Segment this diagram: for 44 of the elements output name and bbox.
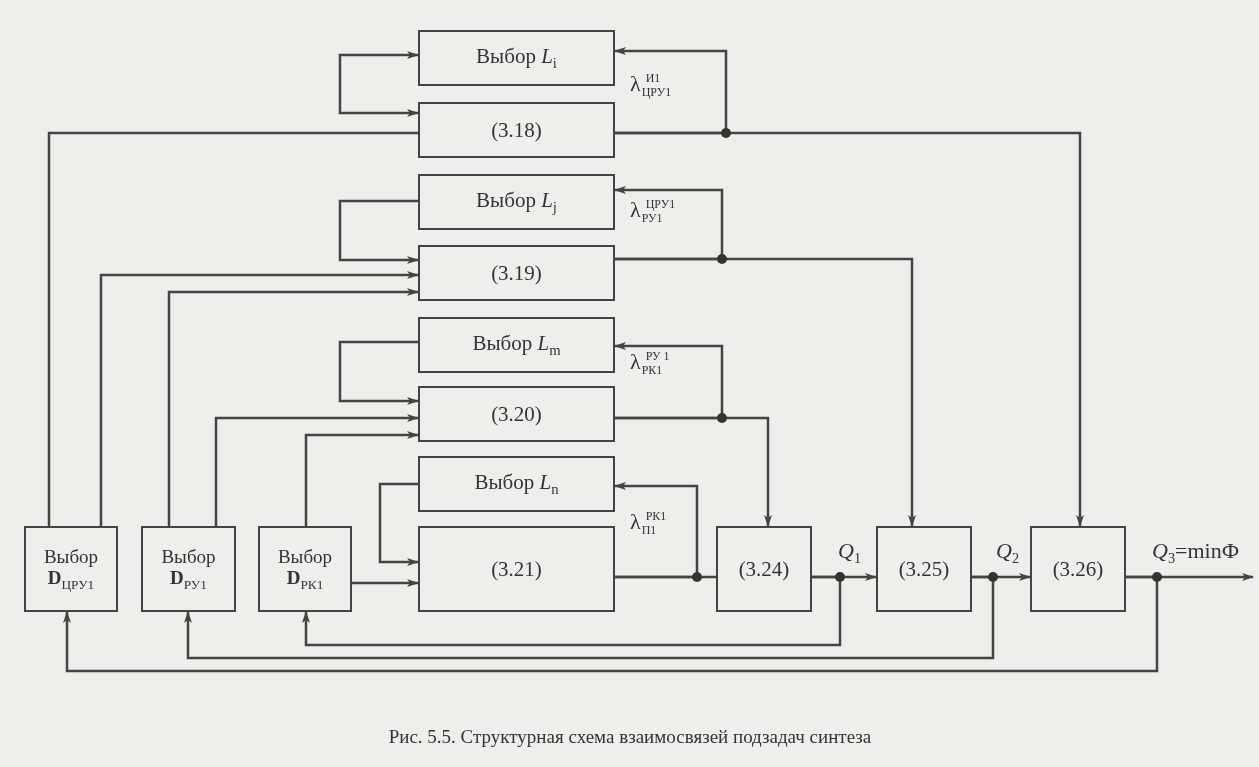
process-box: [418, 245, 615, 301]
process-box: [418, 456, 615, 512]
arrow: [615, 416, 772, 527]
box-label: (3.25): [898, 556, 950, 582]
arrow: [352, 579, 419, 587]
process-box: [716, 526, 812, 612]
process-box: [418, 30, 615, 86]
process-box: [418, 386, 615, 442]
arrow: [338, 51, 419, 117]
box-label: Выбор D$_{ЦРУ1}$: [42, 545, 100, 593]
figure-caption: Рис. 5.5. Структурная схема взаимосвязей подзадач синтеза: [387, 726, 873, 748]
box-label: Выбор D$_{РК1}$: [276, 545, 334, 593]
arrow: [302, 575, 842, 647]
box-label: Выбор D$_{РУ1}$: [160, 545, 217, 593]
box-label: Выбор L$_{n}$: [474, 469, 559, 499]
process-box: [24, 526, 118, 612]
box-label: (3.24): [738, 556, 790, 582]
process-box: [1030, 526, 1126, 612]
arrow: [304, 431, 419, 526]
box-label: (3.26): [1052, 556, 1104, 582]
box-label: (3.21): [491, 556, 542, 582]
process-box: [418, 317, 615, 373]
box-label: Выбор L$_{i}$: [476, 43, 557, 73]
arrow: [338, 199, 419, 264]
process-box: [418, 174, 615, 230]
arrow: [184, 575, 995, 660]
arrow: [167, 288, 419, 526]
box-label: Выбор L$_{j}$: [476, 187, 557, 217]
process-box: [141, 526, 236, 612]
process-box: [418, 102, 615, 158]
box-label: (3.18): [491, 117, 542, 143]
arrow: [338, 340, 419, 405]
arrow: [214, 414, 419, 526]
arrow: [378, 482, 419, 566]
arrow: [615, 257, 916, 527]
process-box: [418, 526, 615, 612]
box-label: (3.19): [491, 260, 542, 286]
box-label: (3.20): [491, 401, 542, 427]
arrow: [63, 575, 1159, 673]
arrow: [615, 131, 1084, 527]
box-label: Выбор L$_{m}$: [472, 330, 561, 360]
arrow: [99, 271, 419, 526]
process-box: [876, 526, 972, 612]
process-box: [258, 526, 352, 612]
